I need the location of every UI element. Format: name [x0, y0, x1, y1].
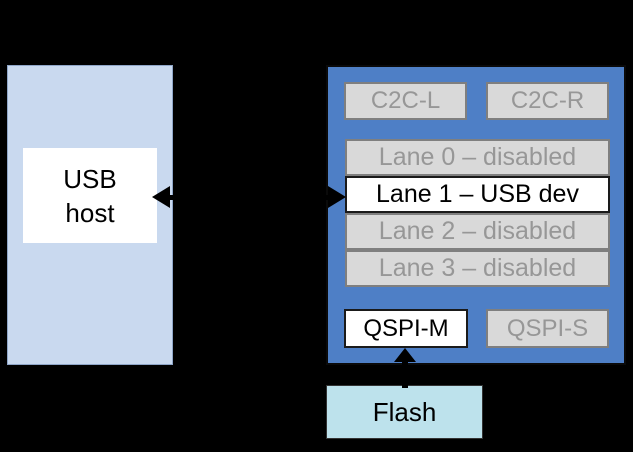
flash-label: Flash	[372, 396, 437, 427]
lane-0-block: Lane 0 – disabled	[345, 139, 610, 176]
usb-arrow-left-head-icon	[152, 186, 170, 208]
flash-block: Flash	[326, 385, 483, 439]
lane-2-label: Lane 2 – disabled	[378, 217, 577, 245]
flash-to-qspi-arrow-head-icon	[394, 348, 416, 362]
qspi-slave-block: QSPI-S	[486, 309, 609, 348]
flash-to-qspi-arrow-stem	[402, 360, 408, 388]
qspi-master-block: QSPI-M	[344, 309, 468, 348]
c2c-right-block: C2C-R	[486, 82, 609, 120]
lane-3-label: Lane 3 – disabled	[378, 254, 577, 282]
c2c-right-label: C2C-R	[510, 87, 585, 114]
usb-host-label-line1: USB	[63, 163, 117, 194]
usb-arrow-right-head-icon	[328, 186, 346, 208]
usb-host-label-line2: host	[65, 197, 115, 228]
c2c-left-block: C2C-L	[344, 82, 467, 120]
lane-2-block: Lane 2 – disabled	[345, 213, 610, 250]
lane-3-block: Lane 3 – disabled	[345, 250, 610, 287]
qspi-slave-label: QSPI-S	[506, 314, 589, 342]
qspi-master-label: QSPI-M	[363, 314, 449, 342]
usb-bidirectional-arrow-stem	[160, 195, 336, 200]
usb-host-panel: USB host	[7, 65, 173, 365]
usb-host-block: USB host	[23, 148, 157, 243]
lane-1-label: Lane 1 – USB dev	[376, 180, 579, 208]
lane-0-label: Lane 0 – disabled	[378, 143, 577, 171]
lane-1-block: Lane 1 – USB dev	[345, 176, 610, 213]
c2c-left-label: C2C-L	[370, 87, 441, 114]
soc-panel: C2C-L C2C-R Lane 0 – disabled Lane 1 – U…	[326, 65, 626, 365]
